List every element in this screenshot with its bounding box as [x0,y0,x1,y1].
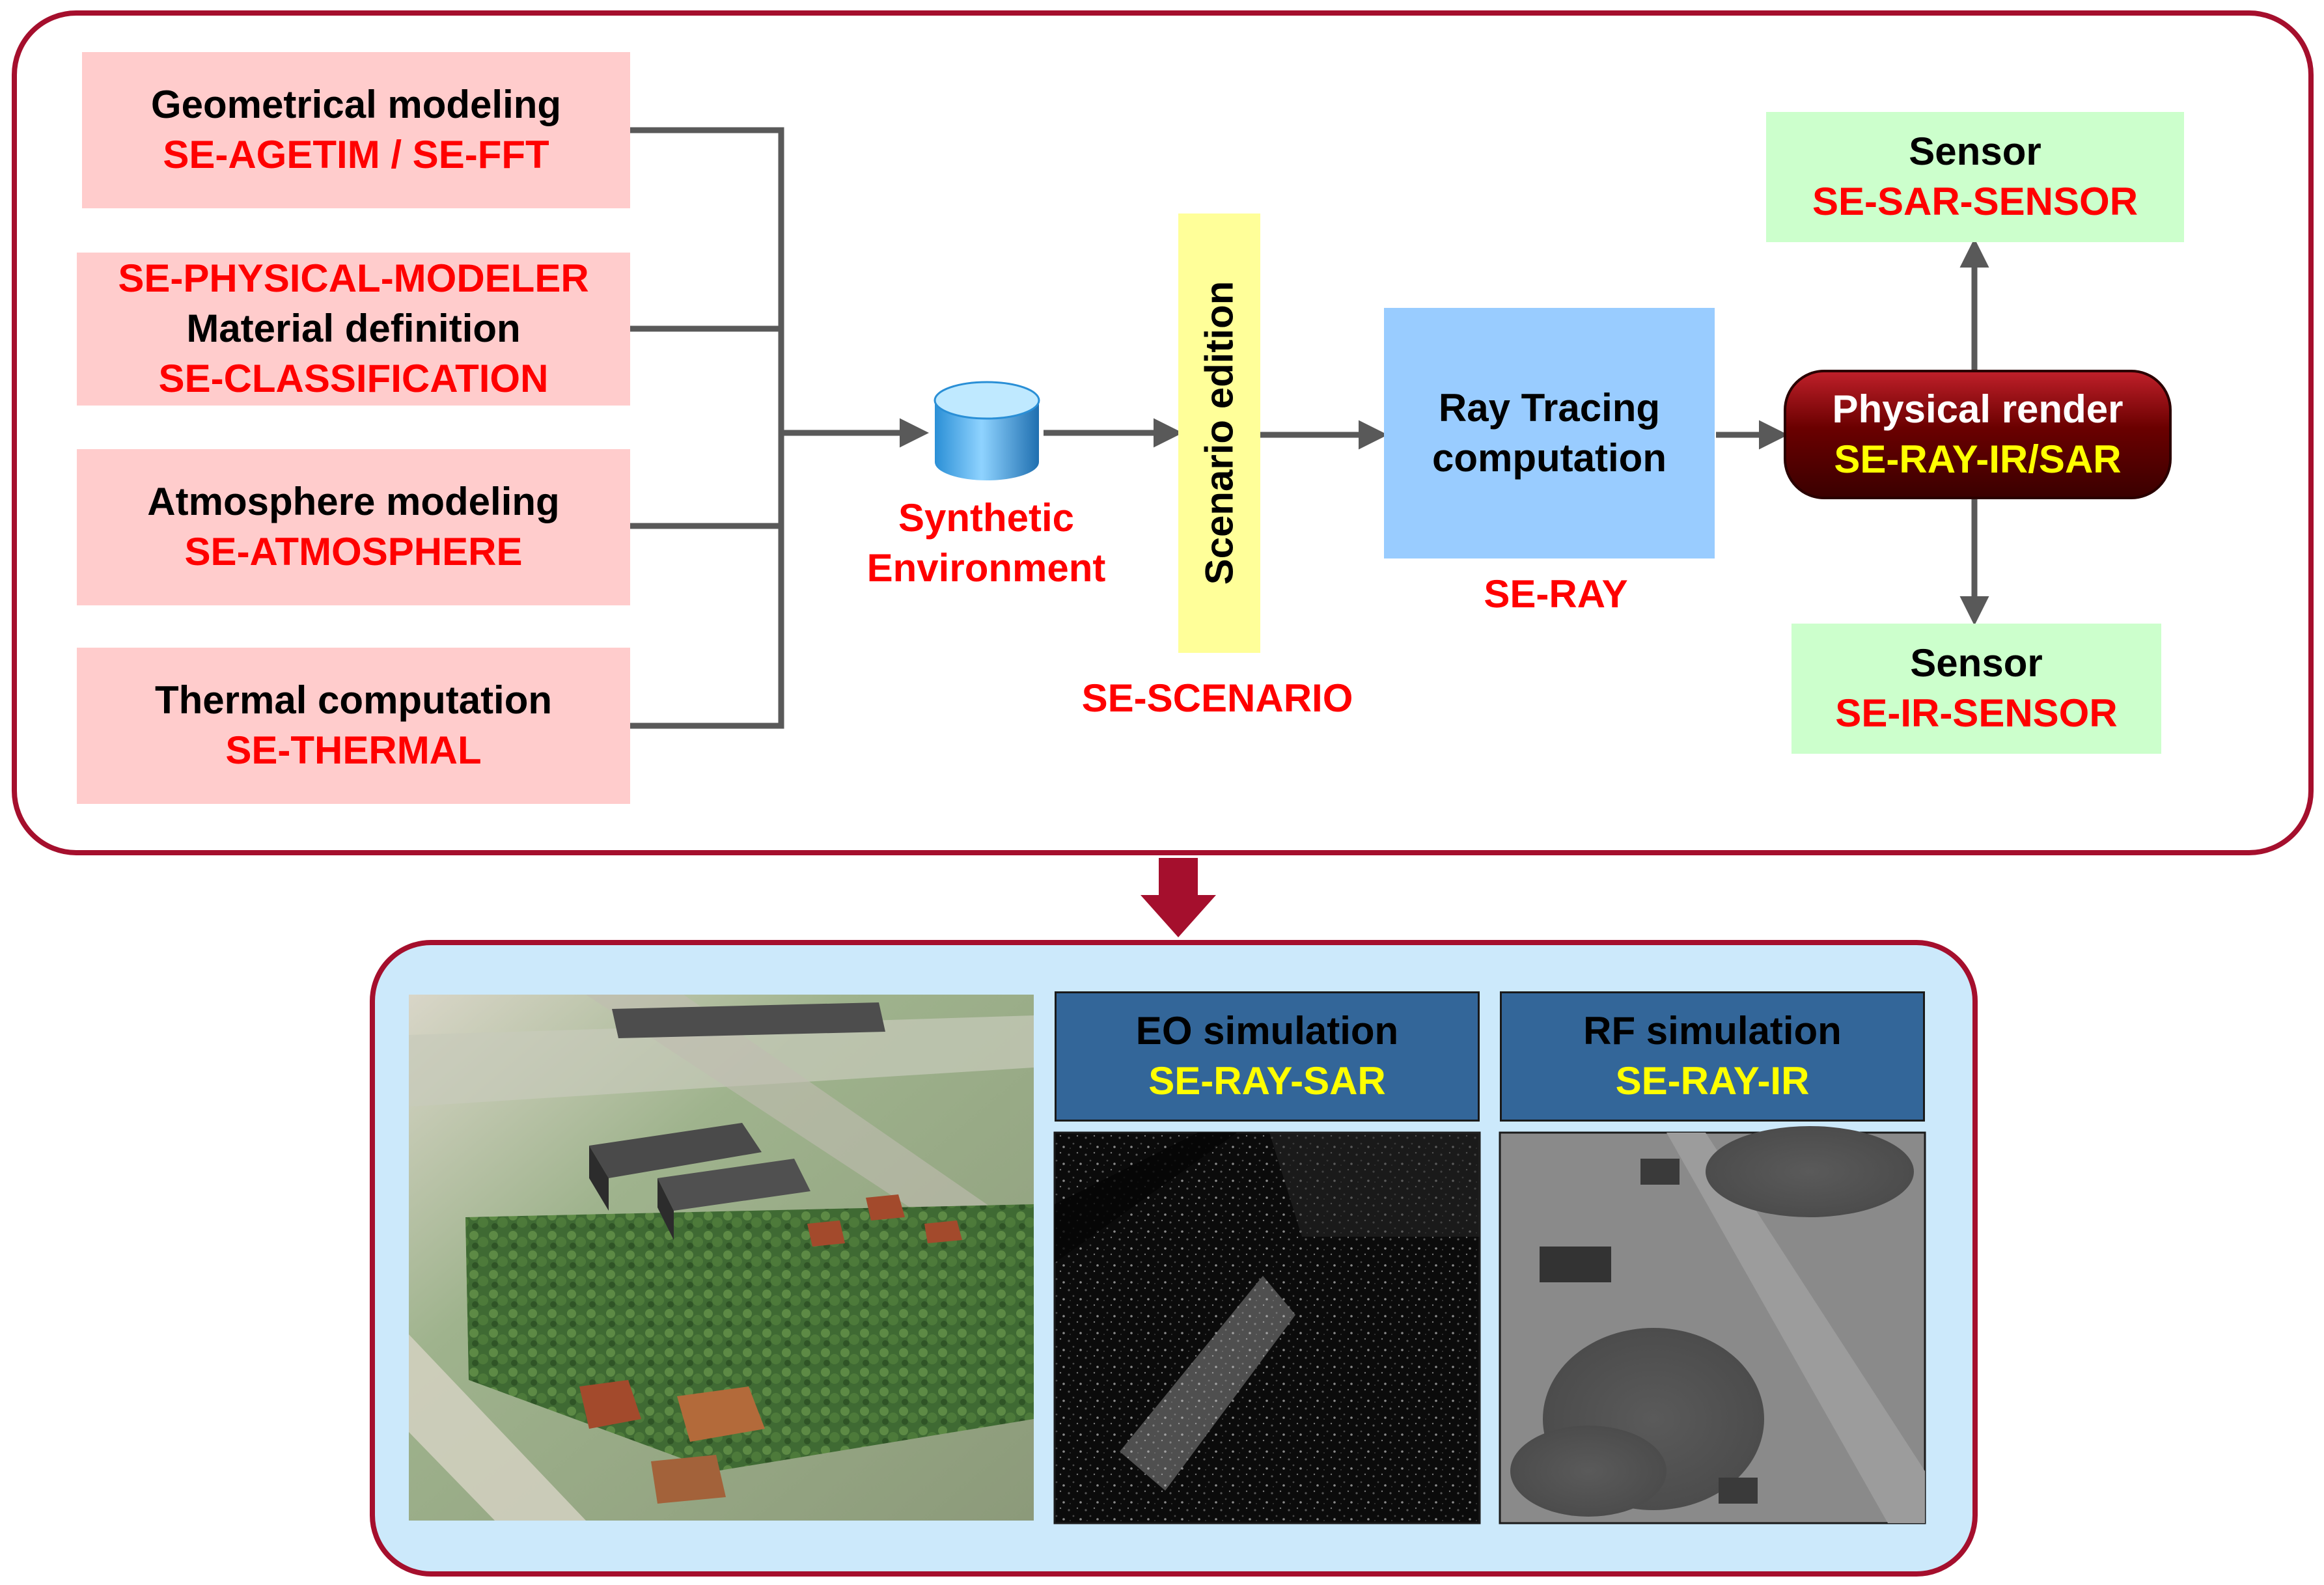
ray-tracing-box: Ray Tracing computation [1384,308,1715,558]
sensor-ir-tool: SE-IR-SENSOR [1835,691,2118,735]
physical-render-text: Physical render SE-RAY-IR/SAR [1785,371,2170,498]
synthetic-environment-line2: Environment [866,545,1106,590]
scenario-edition-label: Scenario edition [1197,281,1241,585]
eo-title: EO simulation [1135,1009,1399,1053]
sensor-ir-box: Sensor SE-IR-SENSOR [1791,624,2161,754]
eo-tool: SE-RAY-SAR [1148,1059,1386,1103]
sensor-sar-box: Sensor SE-SAR-SENSOR [1766,112,2184,242]
physical-render-title: Physical render [1832,387,2123,431]
input-tool: SE-ATMOSPHERE [184,530,523,573]
scenario-tool-label: SE-SCENARIO [1081,676,1353,720]
input-material-definition: SE-PHYSICAL-MODELER Material definition … [77,253,630,406]
input-title: Material definition [186,307,521,351]
input-thermal-computation: Thermal computation SE-THERMAL [77,648,630,804]
rf-tool: SE-RAY-IR [1615,1059,1810,1103]
database-icon [934,381,1040,480]
scene-3d-image [409,995,1034,1521]
ray-tracing-line1: Ray Tracing [1438,385,1661,430]
input-title: Geometrical modeling [150,83,562,127]
input-tool: SE-AGETIM / SE-FFT [163,133,549,176]
sensor-sar-title: Sensor [1909,130,2041,174]
synthetic-environment-line1: Synthetic [898,496,1075,540]
input-connectors [630,127,784,729]
input-atmosphere-modeling: Atmosphere modeling SE-ATMOSPHERE [77,449,630,605]
eo-simulation-title: EO simulation SE-RAY-SAR [1055,991,1480,1122]
input-title: Atmosphere modeling [147,480,560,524]
rf-simulation-title: RF simulation SE-RAY-IR [1500,991,1925,1122]
physical-render-tool: SE-RAY-IR/SAR [1834,437,2122,481]
eo-sar-image [1053,1131,1481,1524]
scenario-bar [1178,214,1260,653]
rf-ir-image [1499,1126,1926,1524]
synthetic-environment-label: Synthetic Environment [837,493,1136,594]
sensor-sar-tool: SE-SAR-SENSOR [1812,180,2138,223]
rf-title: RF simulation [1583,1009,1842,1053]
input-title: Thermal computation [154,678,553,723]
ray-tracing-line2: computation [1432,435,1667,480]
big-down-arrow [1141,858,1216,937]
input-tool: SE-CLASSIFICATION [158,356,549,400]
physical-render-box [1784,370,2172,499]
input-tool: SE-THERMAL [225,728,482,772]
sensor-ir-title: Sensor [1910,641,2043,685]
input-geometrical-modeling: Geometrical modeling SE-AGETIM / SE-FFT [82,52,630,208]
input-tool-top: SE-PHYSICAL-MODELER [118,256,589,301]
ray-tool-label: SE-RAY [1484,572,1628,616]
